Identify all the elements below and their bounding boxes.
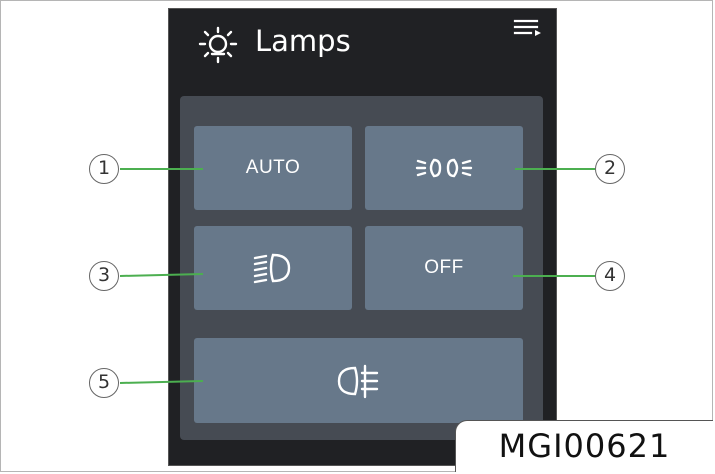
exterior-lamp-icon: [198, 26, 238, 64]
side-lamps-icon: [415, 158, 473, 178]
screen-header: Lamps: [169, 9, 556, 89]
menu-icon[interactable]: [513, 17, 543, 41]
callout-1: 1: [89, 154, 119, 184]
callout-2: 2: [595, 154, 625, 184]
low-beam-headlamp-button[interactable]: [194, 226, 352, 310]
reference-code: MGI00621: [498, 427, 671, 465]
callout-5: 5: [89, 368, 119, 398]
off-label: OFF: [424, 257, 464, 278]
page-title: Lamps: [255, 24, 351, 58]
lamp-controls-panel: AUTO: [180, 96, 543, 440]
lamps-screen: Lamps AUTO: [168, 8, 557, 466]
low-beam-headlamp-icon: [253, 253, 291, 284]
callout-3: 3: [89, 261, 119, 291]
auto-label: AUTO: [245, 157, 301, 178]
reference-code-box: MGI00621: [455, 420, 713, 472]
rear-fog-lamp-icon: [337, 364, 378, 398]
rear-fog-lamp-button[interactable]: [194, 338, 523, 423]
side-lamps-button[interactable]: [365, 126, 523, 210]
auto-lamps-button[interactable]: AUTO: [194, 126, 352, 210]
lamps-off-button[interactable]: OFF: [365, 226, 523, 310]
callout-4: 4: [595, 261, 625, 291]
